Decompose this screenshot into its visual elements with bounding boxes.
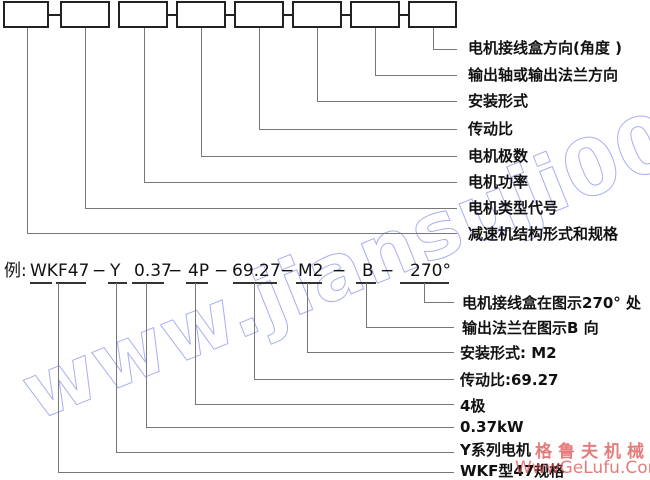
code-dash: − — [214, 261, 229, 281]
label-motor-type: 电机类型代号 — [468, 199, 559, 217]
example-label-terminal-box: 电机接线盒在图示270° 处 — [462, 294, 642, 312]
code-box-3 — [118, 1, 168, 28]
code-power: 0.37 — [134, 261, 172, 281]
code-dash: − — [332, 261, 347, 281]
watermark-corner-cn: 格鲁夫机械 — [535, 442, 650, 462]
code-y: Y — [110, 261, 121, 281]
watermark-corner-url: WwwGeLufu.Com — [515, 458, 650, 478]
label-motor-power: 电机功率 — [468, 173, 529, 191]
code-box-2 — [60, 1, 110, 28]
code-dash: − — [168, 261, 183, 281]
label-reducer-structure: 减速机结构形式和规格 — [468, 225, 619, 243]
label-motor-poles: 电机极数 — [468, 147, 529, 165]
code-dash: − — [380, 261, 395, 281]
label-output-direction: 输出轴或输出法兰方向 — [468, 66, 619, 84]
example-label-mounting: 安装形式: M2 — [460, 344, 557, 362]
code-box-4 — [176, 1, 226, 28]
code-box-6 — [292, 1, 342, 28]
code-dash: − — [92, 261, 107, 281]
example-label-poles: 4极 — [460, 397, 486, 415]
example-label-output-flange: 输出法兰在图示B 向 — [462, 319, 599, 337]
code-box-5 — [234, 1, 284, 28]
code-dash: − — [280, 261, 295, 281]
code-wkf47: WKF47 — [30, 261, 90, 281]
example-label-motor-series: Y系列电机 — [460, 441, 531, 459]
code-box-1 — [3, 1, 49, 28]
code-poles: 4P — [188, 261, 210, 281]
label-ratio: 传动比 — [468, 120, 514, 138]
example-prefix: 例: — [4, 261, 27, 281]
code-box-7 — [350, 1, 400, 28]
example-label-size: WKF型47规格 — [460, 462, 565, 480]
code-mounting: M2 — [298, 261, 324, 281]
code-direction: B — [362, 261, 374, 281]
code-angle: 270° — [410, 261, 451, 281]
example-label-ratio: 传动比:69.27 — [460, 371, 559, 389]
label-terminal-box-direction: 电机接线盒方向(角度 ) — [468, 39, 622, 57]
code-box-8 — [408, 1, 457, 28]
code-ratio: 69.27 — [232, 261, 281, 281]
label-mounting-type: 安装形式 — [468, 92, 529, 110]
example-label-power: 0.37kW — [460, 418, 524, 436]
